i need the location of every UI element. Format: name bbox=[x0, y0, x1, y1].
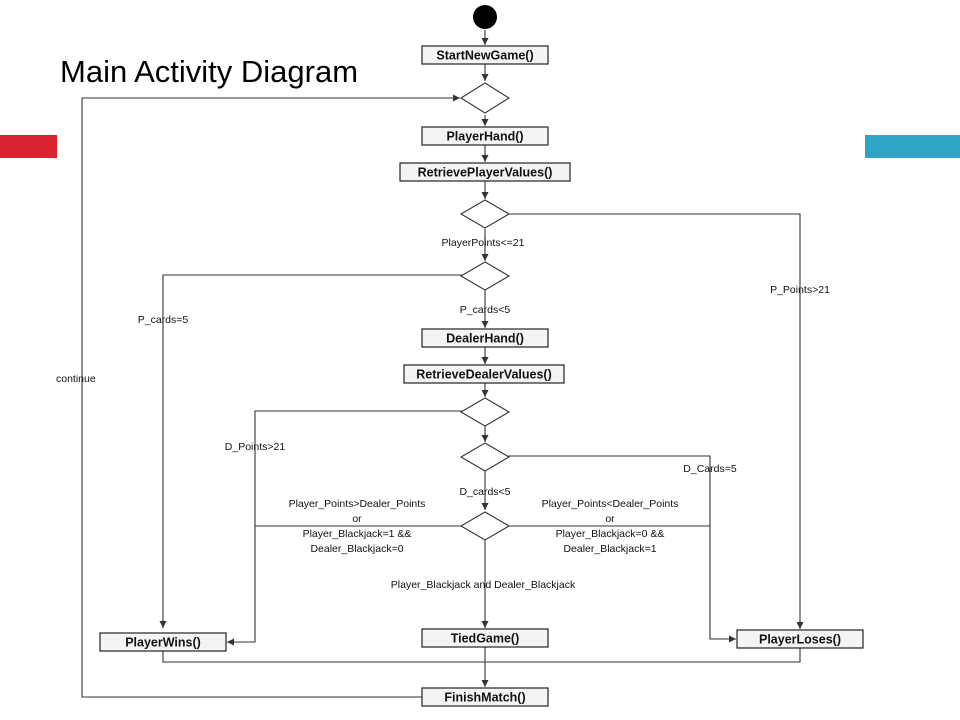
edge-continue-loop bbox=[81, 94, 460, 698]
label-p-points-gt-21: P_Points>21 bbox=[770, 284, 830, 296]
edge-decision1-to-playerloses bbox=[508, 213, 804, 629]
lose-cond-line-3: Player_Blackjack=0 && bbox=[556, 528, 665, 540]
decision-dealer-cards-diamond bbox=[459, 442, 511, 472]
win-cond-line-3: Player_Blackjack=1 && bbox=[303, 528, 412, 540]
label-continue: continue bbox=[56, 373, 96, 385]
node-retrieve-dealer-values: RetrieveDealerValues() bbox=[403, 364, 565, 384]
node-retrieve-player-values-label: RetrievePlayerValues() bbox=[418, 166, 553, 180]
node-tied-game-label: TiedGame() bbox=[451, 632, 520, 646]
node-start-new-game-label: StartNewGame() bbox=[436, 49, 533, 63]
win-cond-line-1: Player_Points>Dealer_Points bbox=[289, 498, 426, 510]
lose-cond-line-4: Dealer_Blackjack=1 bbox=[563, 543, 656, 555]
label-p-cards-lt-5: P_cards<5 bbox=[460, 304, 511, 316]
lose-cond-line-2: or bbox=[605, 513, 615, 525]
label-d-cards-eq-5: D_Cards=5 bbox=[683, 463, 737, 475]
start-node bbox=[473, 5, 497, 29]
label-p-cards-eq-5: P_cards=5 bbox=[138, 314, 189, 326]
node-finish-match: FinishMatch() bbox=[421, 687, 549, 707]
node-player-hand: PlayerHand() bbox=[421, 126, 549, 146]
win-cond-line-4: Dealer_Blackjack=0 bbox=[310, 543, 403, 555]
node-start-new-game: StartNewGame() bbox=[421, 45, 549, 65]
win-cond-line-2: or bbox=[352, 513, 362, 525]
node-dealer-hand-label: DealerHand() bbox=[446, 332, 524, 346]
node-player-hand-label: PlayerHand() bbox=[446, 130, 523, 144]
node-finish-match-label: FinishMatch() bbox=[444, 691, 525, 705]
decision-player-cards-diamond bbox=[459, 261, 511, 291]
label-d-cards-lt-5: D_cards<5 bbox=[459, 486, 510, 498]
decision-compare-diamond bbox=[459, 511, 511, 541]
node-retrieve-dealer-values-label: RetrieveDealerValues() bbox=[416, 368, 552, 382]
label-player-wins-condition: Player_Points>Dealer_Points or Player_Bl… bbox=[289, 498, 426, 555]
label-tie-condition: Player_Blackjack and Dealer_Blackjack bbox=[391, 579, 576, 591]
node-dealer-hand: DealerHand() bbox=[421, 328, 549, 348]
label-d-points-gt-21: D_Points>21 bbox=[225, 441, 286, 453]
node-player-wins: PlayerWins() bbox=[99, 632, 227, 652]
label-player-loses-condition: Player_Points<Dealer_Points or Player_Bl… bbox=[542, 498, 679, 555]
edge-decision4-to-playerloses bbox=[508, 455, 736, 643]
edges bbox=[81, 30, 804, 698]
accent-bar-right bbox=[865, 135, 960, 158]
node-player-loses: PlayerLoses() bbox=[736, 629, 864, 649]
merge-diamond bbox=[459, 82, 511, 114]
edge-playerwins-to-join bbox=[162, 651, 485, 663]
slide-title: Main Activity Diagram bbox=[60, 54, 359, 89]
edge-decision2-to-playerwins bbox=[159, 274, 462, 628]
accent-bar-left bbox=[0, 135, 57, 158]
node-tied-game: TiedGame() bbox=[421, 628, 549, 648]
node-retrieve-player-values: RetrievePlayerValues() bbox=[399, 162, 571, 182]
decision-player-points-diamond bbox=[459, 199, 511, 229]
decision-dealer-points-diamond bbox=[459, 397, 511, 427]
label-player-points-le-21: PlayerPoints<=21 bbox=[442, 237, 525, 249]
edge-playerloses-to-join bbox=[485, 648, 801, 663]
node-player-wins-label: PlayerWins() bbox=[125, 636, 201, 650]
node-player-loses-label: PlayerLoses() bbox=[759, 633, 841, 647]
lose-cond-line-1: Player_Points<Dealer_Points bbox=[542, 498, 679, 510]
